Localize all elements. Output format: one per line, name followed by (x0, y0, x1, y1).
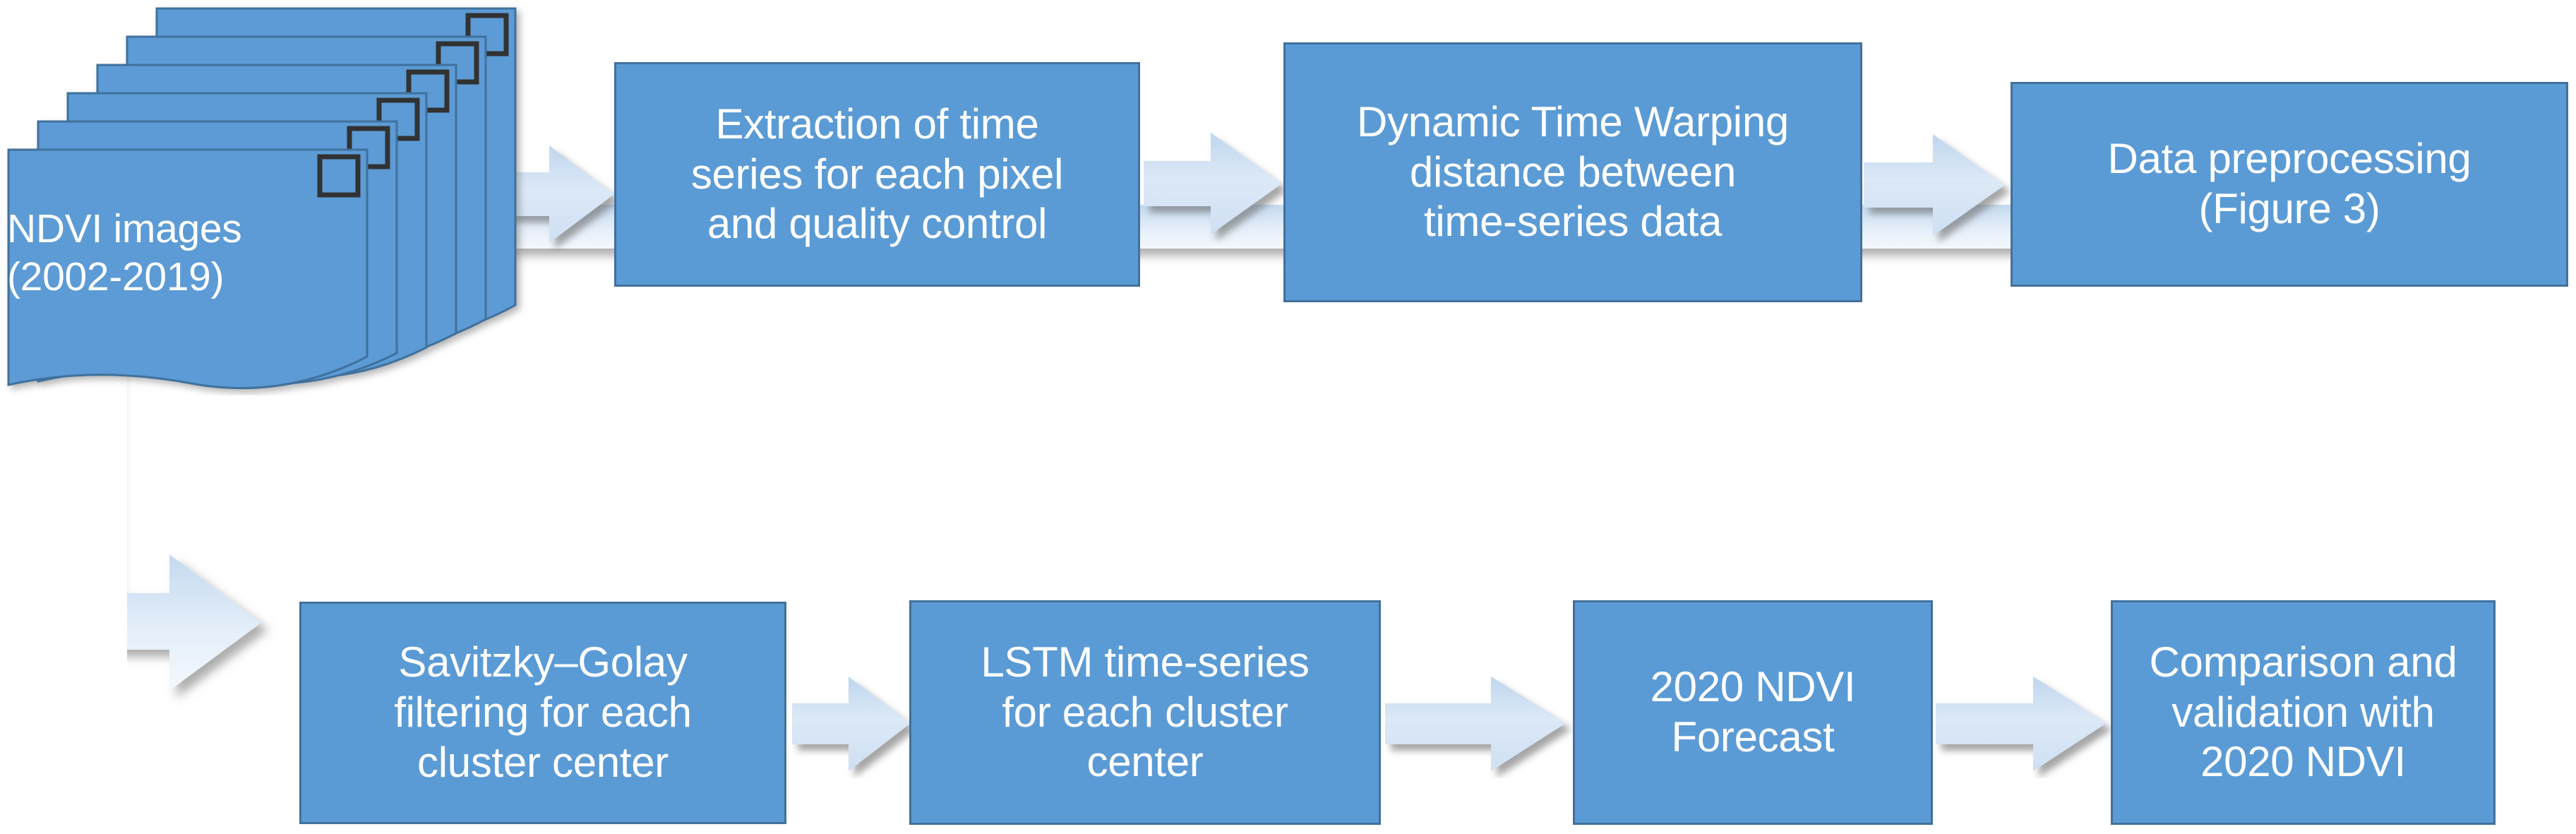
node-lstm-time-series[interactable]: LSTM time-series for each cluster center (909, 600, 1381, 825)
document-sheet-6 (7, 148, 369, 390)
arrow-forecast-to-comparison (1936, 672, 2114, 778)
node-extraction-time-series[interactable]: Extraction of time series for each pixel… (614, 62, 1140, 287)
ndvi-images-node[interactable]: NDVI images (2002-2019) (0, 0, 565, 395)
node-dtw-distance[interactable]: Dynamic Time Warping distance between ti… (1283, 42, 1862, 302)
node-savitzky-golay-filtering[interactable]: Savitzky–Golay filtering for each cluste… (299, 602, 786, 824)
arrow-savitzky-to-lstm (792, 672, 919, 778)
arrow-dtw-to-preprocessing (1864, 129, 2015, 245)
arrow-lstm-to-forecast (1385, 672, 1574, 778)
node-ndvi-forecast[interactable]: 2020 NDVI Forecast (1573, 600, 1933, 825)
feedback-arrowhead (127, 554, 261, 691)
node-comparison-validation[interactable]: Comparison and validation with 2020 NDVI (2111, 600, 2496, 825)
arrow-extraction-to-dtw (1144, 127, 1292, 244)
node-data-preprocessing[interactable]: Data preprocessing (Figure 3) (2011, 82, 2568, 287)
arrow-ndvi-to-extraction (487, 140, 625, 253)
